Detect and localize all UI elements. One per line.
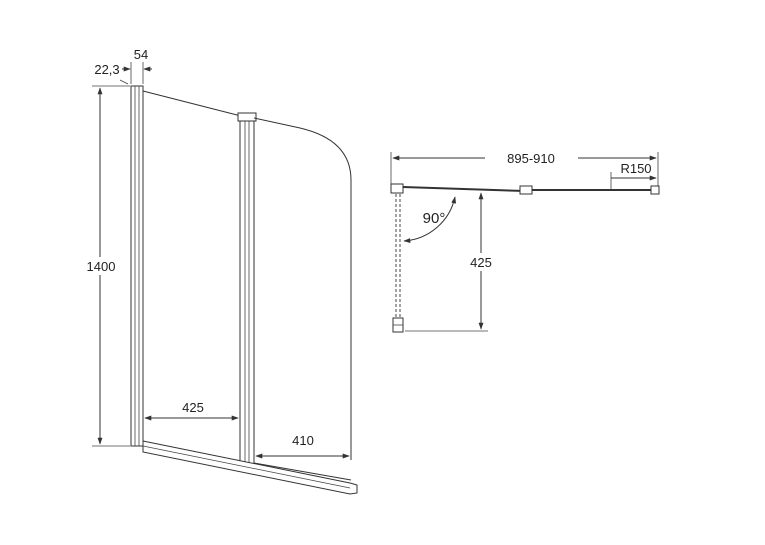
profile-offset-label: 22,3 (94, 62, 119, 77)
profile-dimensions: 54 22,3 (94, 47, 152, 85)
rotation-angle-label: 90° (423, 210, 446, 227)
rotation-arc: 90° (403, 196, 457, 244)
plan-panels (390, 183, 660, 195)
radius-dimension: R150 (610, 161, 657, 190)
swing-width-label: 410 (292, 433, 314, 448)
profile-depth-label: 54 (134, 47, 148, 62)
hinge-profile (237, 112, 257, 468)
wall-profile (130, 85, 144, 447)
depth-label: 425 (470, 255, 492, 270)
swing-glass-panel (253, 117, 352, 481)
top-view: 895-910 R150 90° (390, 151, 660, 333)
total-width-label: 895-910 (507, 151, 555, 166)
depth-dimension: 425 (405, 192, 497, 332)
fixed-width-dimension: 425 (144, 400, 239, 421)
front-view: 1400 54 22,3 425 410 (84, 47, 358, 495)
height-label: 1400 (87, 259, 116, 274)
fixed-width-label: 425 (182, 400, 204, 415)
radius-label: R150 (620, 161, 651, 176)
swing-width-dimension: 410 (255, 433, 350, 459)
total-width-dimension: 895-910 (390, 151, 659, 190)
bottom-seal (142, 440, 358, 495)
height-dimension: 1400 (84, 85, 130, 447)
swung-panel-dashed (392, 194, 404, 333)
